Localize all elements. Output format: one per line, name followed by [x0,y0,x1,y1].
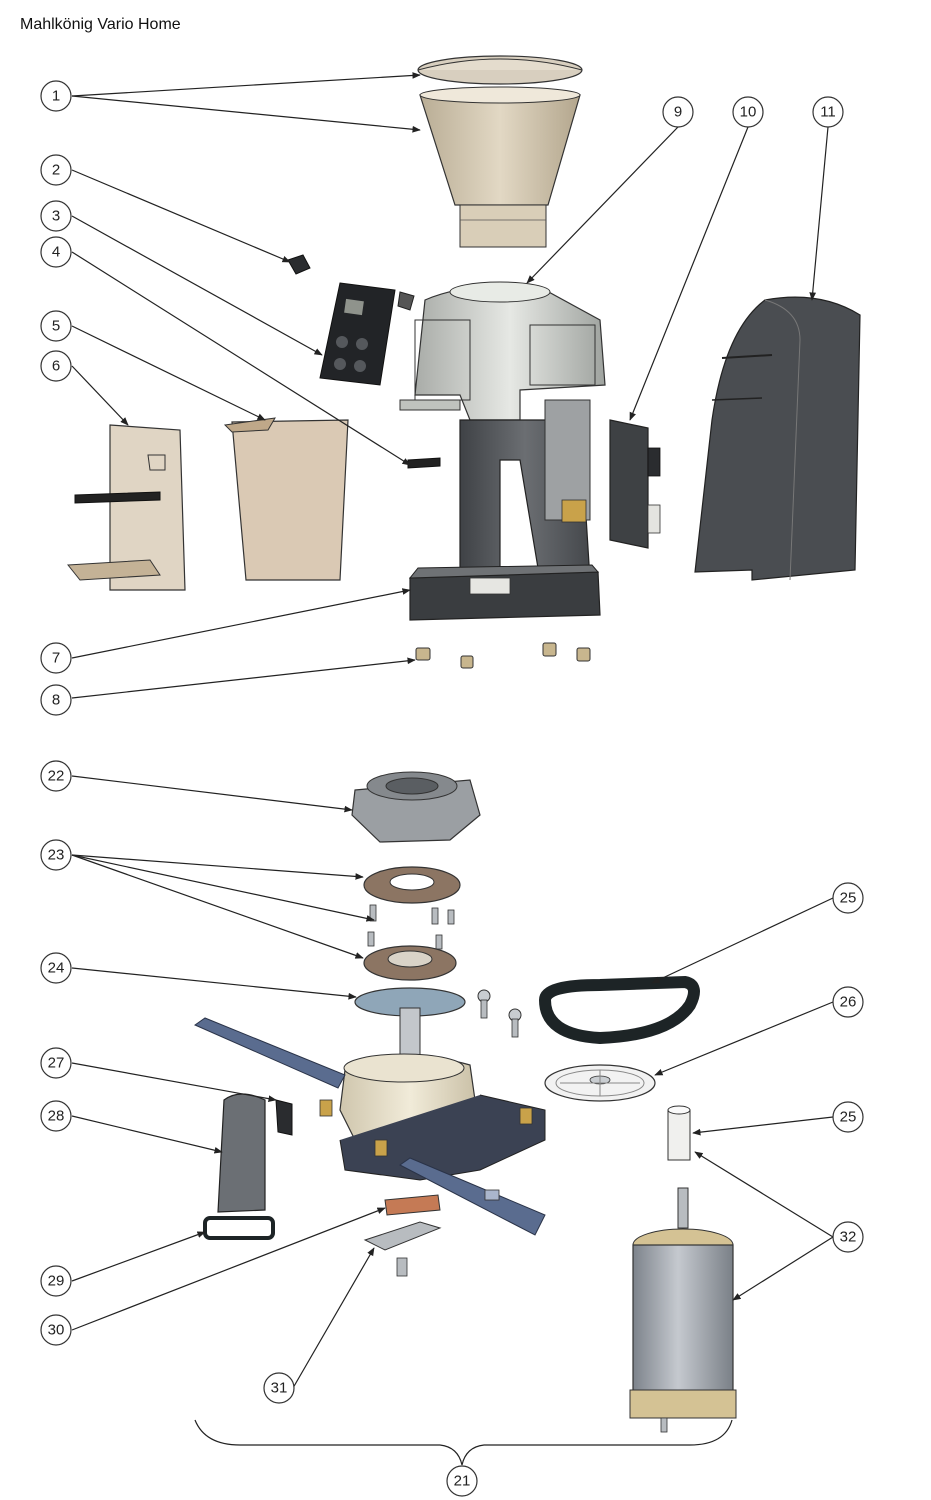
callout-8: 8 [40,684,72,716]
burr-carrier [354,987,466,1059]
callout-25-pinion-label: 25 [840,1109,857,1126]
callout-24-label: 24 [48,960,65,977]
callout-25-belt-label: 25 [840,890,857,907]
grounds-container [223,417,349,581]
control-panel [319,282,415,386]
upper-burr [363,866,461,904]
callout-2-label: 2 [52,162,60,179]
callout-29-label: 29 [48,1273,65,1290]
callout-22-label: 22 [48,768,65,785]
callout-32: 32 [832,1221,864,1253]
callout-25-belt: 25 [832,882,864,914]
callout-7: 7 [40,642,72,674]
callout-10: 10 [732,96,764,128]
callout-31-label: 31 [271,1380,288,1397]
bean-hopper [419,86,581,248]
main-housing [459,399,591,581]
callout-30: 30 [40,1314,72,1346]
callout-1-label: 1 [52,88,60,105]
chute-gasket [203,1216,275,1240]
callout-3-label: 3 [52,208,60,225]
callout-6-label: 6 [52,358,60,375]
callout-22: 22 [40,760,72,792]
callout-29: 29 [40,1265,72,1297]
callout-11-label: 11 [820,104,836,121]
rubber-feet [415,642,591,669]
grinder-motor [629,1187,737,1433]
callout-1: 1 [40,80,72,112]
callout-10-label: 10 [740,104,757,121]
clip-part [407,457,441,469]
grounds-chute [217,1093,266,1213]
callout-27-label: 27 [48,1055,65,1072]
callout-21-label: 21 [454,1473,471,1490]
upper-frame [399,281,606,421]
callout-6: 6 [40,350,72,382]
adjustment-screws [477,989,522,1038]
brush-holder [363,1221,442,1277]
small-knob [287,254,311,275]
circuit-board [609,419,661,549]
hopper-lid [417,55,583,85]
callout-2: 2 [40,154,72,186]
adjustment-arm-right [399,1157,546,1236]
callout-24: 24 [40,952,72,984]
callout-23: 23 [40,839,72,871]
callout-26: 26 [832,986,864,1018]
callout-8-label: 8 [52,692,60,709]
leader-lines [71,72,834,1466]
callout-7-label: 7 [52,650,60,667]
callout-21: 21 [446,1465,478,1497]
callout-3: 3 [40,200,72,232]
portafilter-holder [67,424,186,591]
drive-belt [538,975,700,1045]
side-cover [694,296,861,581]
callout-28: 28 [40,1100,72,1132]
callout-5-label: 5 [52,318,60,335]
lower-burr [363,945,457,981]
adjustment-arm-left [193,1017,346,1089]
callout-23-label: 23 [48,847,65,864]
callout-26-label: 26 [840,994,857,1011]
callout-9-label: 9 [674,104,682,121]
diagram-title: Mahlkönig Vario Home [20,16,181,33]
cleaning-brush [384,1194,441,1216]
callout-32-label: 32 [840,1229,857,1246]
callout-31: 31 [263,1372,295,1404]
callout-25-pinion: 25 [832,1101,864,1133]
callout-11: 11 [812,96,844,128]
callout-28-label: 28 [48,1108,65,1125]
callout-9: 9 [662,96,694,128]
callout-5: 5 [40,310,72,342]
callout-27: 27 [40,1047,72,1079]
bracket-part [275,1099,293,1136]
burr-screws [367,904,455,950]
motor-pinion [667,1105,691,1161]
gearbox-housing [319,1053,546,1181]
base-unit [408,564,601,621]
burr-housing-top [351,771,481,843]
callout-30-label: 30 [48,1322,65,1339]
callout-4: 4 [40,236,72,268]
drive-gear [544,1064,656,1102]
callout-4-label: 4 [52,244,60,261]
